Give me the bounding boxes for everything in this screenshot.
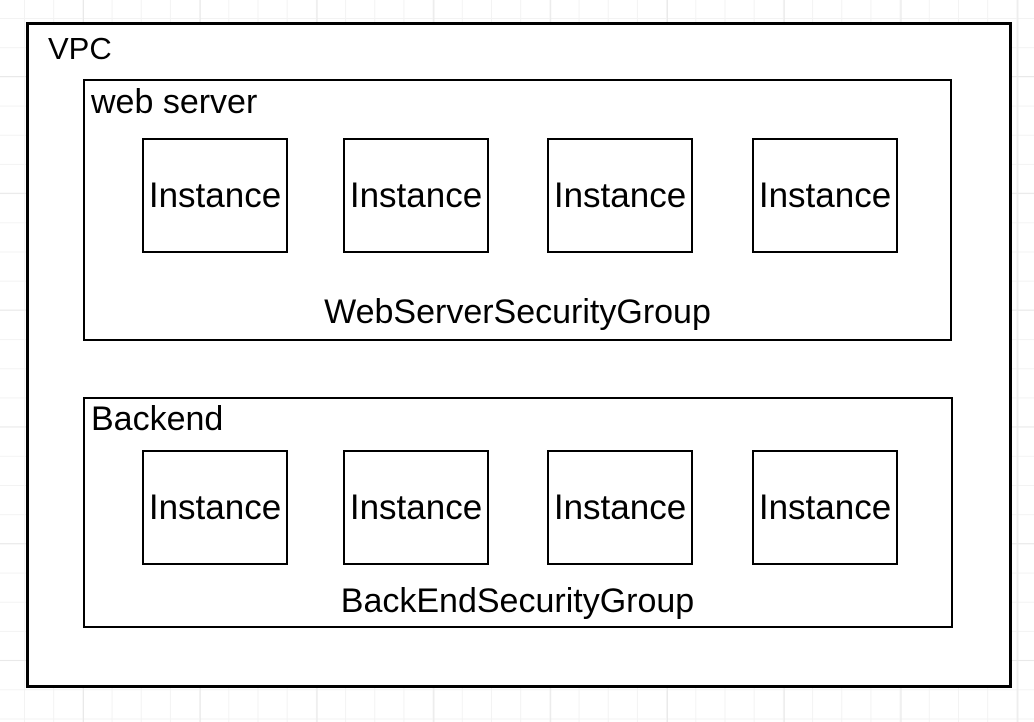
- instance-label: Instance: [758, 176, 892, 215]
- instance-node[interactable]: Instance: [752, 138, 898, 253]
- instance-node[interactable]: Instance: [142, 450, 288, 565]
- instance-label: Instance: [553, 488, 687, 527]
- instance-node[interactable]: Instance: [547, 450, 693, 565]
- instance-label: Instance: [349, 488, 483, 527]
- instance-node[interactable]: Instance: [343, 450, 489, 565]
- instance-node[interactable]: Instance: [343, 138, 489, 253]
- backend-group-label: Backend: [91, 400, 224, 438]
- instance-label: Instance: [148, 176, 282, 215]
- instance-node[interactable]: Instance: [752, 450, 898, 565]
- web-server-group-label: web server: [91, 83, 258, 121]
- instance-label: Instance: [148, 488, 282, 527]
- instance-label: Instance: [758, 488, 892, 527]
- backend-security-group-name-label: BackEndSecurityGroup: [340, 582, 695, 620]
- instance-node[interactable]: Instance: [547, 138, 693, 253]
- instance-node[interactable]: Instance: [142, 138, 288, 253]
- vpc-label: VPC: [48, 31, 112, 66]
- web-server-security-group-name-label: WebServerSecurityGroup: [324, 293, 711, 331]
- instance-label: Instance: [349, 176, 483, 215]
- instance-label: Instance: [553, 176, 687, 215]
